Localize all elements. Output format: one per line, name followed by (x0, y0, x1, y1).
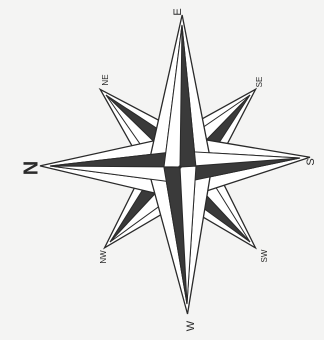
label-south: S (305, 158, 317, 165)
label-east: E (172, 8, 184, 15)
label-northeast: NE (101, 74, 110, 85)
compass-rose (40, 15, 310, 314)
label-southeast: SE (255, 77, 264, 88)
label-west: W (185, 320, 197, 331)
label-north: N (20, 161, 42, 175)
center-pivot (178, 165, 181, 168)
label-northwest: NW (99, 250, 108, 264)
label-southwest: SW (260, 249, 269, 262)
